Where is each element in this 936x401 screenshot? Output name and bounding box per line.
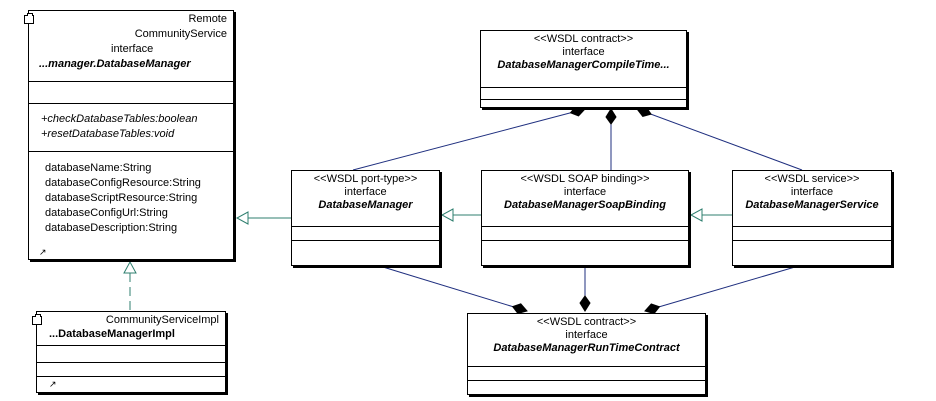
runtime-contract-box[interactable]: <<WSDL contract>> interface DatabaseMana… [467,313,706,395]
impl-label: CommunityServiceImpl [105,314,219,326]
package-icon [32,314,42,325]
remote-interface-box[interactable]: Remote CommunityService interface ...man… [24,10,234,260]
runtime-contract-name: DatabaseManagerRunTimeContract [493,342,680,354]
composition-service-to-runtime [644,266,796,315]
remote-class-name: ...manager.DatabaseManager [39,58,191,70]
composition-porttype-to-compile [352,105,586,171]
compile-contract-name: DatabaseManagerCompileTime... [497,59,670,71]
runtime-contract-kind: interface [565,329,608,341]
compile-contract-kind: interface [562,46,605,58]
attribute-database-config-url: databaseConfigUrl:String [45,207,168,219]
remote-stereotype: interface [111,43,154,55]
composition-porttype-to-runtime [382,266,528,315]
community-service-label: CommunityService [134,28,227,40]
soap-binding-stereotype: <<WSDL SOAP binding>> [520,173,650,185]
package-icon [24,13,34,24]
service-kind: interface [790,186,834,198]
expand-arrow-icon[interactable]: ↗ [49,379,57,389]
attribute-database-description: databaseDescription:String [45,222,178,234]
port-type-name: DatabaseManager [318,199,413,211]
operation-reset-database-tables: +resetDatabaseTables:void [41,128,175,140]
operation-check-database-tables: +checkDatabaseTables:boolean [41,113,198,125]
service-stereotype: <<WSDL service>> [764,173,860,185]
port-type-box[interactable]: <<WSDL port-type>> interface DatabaseMan… [291,170,440,266]
attribute-database-script-resource: databaseScriptResource:String [45,192,198,204]
attribute-database-name: databaseName:String [45,162,152,174]
impl-class-name: ...DatabaseManagerImpl [49,328,175,340]
port-type-kind: interface [344,186,387,198]
expand-arrow-icon[interactable]: ↗ [39,247,47,257]
remote-label: Remote [188,13,227,25]
impl-class-box[interactable]: CommunityServiceImpl ...DatabaseManagerI… [32,311,226,393]
attribute-database-config-resource: databaseConfigResource:String [45,177,201,189]
port-type-stereotype: <<WSDL port-type>> [313,173,418,185]
composition-service-to-compile [636,106,803,171]
runtime-contract-stereotype: <<WSDL contract>> [536,316,637,328]
service-box[interactable]: <<WSDL service>> interface DatabaseManag… [732,170,892,266]
compile-contract-stereotype: <<WSDL contract>> [533,33,634,45]
soap-binding-kind: interface [563,186,607,198]
compile-time-contract-box[interactable]: <<WSDL contract>> interface DatabaseMana… [480,30,687,108]
soap-binding-box[interactable]: <<WSDL SOAP binding>> interface Database… [481,170,689,266]
soap-binding-name: DatabaseManagerSoapBinding [504,199,666,211]
service-name: DatabaseManagerService [745,199,879,211]
